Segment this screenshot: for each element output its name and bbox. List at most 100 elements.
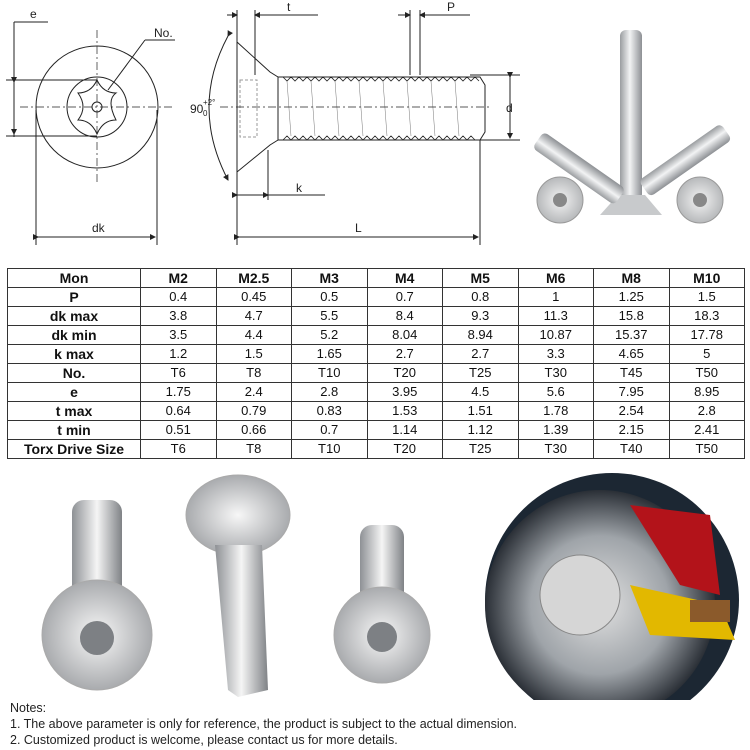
row-header: e <box>7 382 141 402</box>
table-cell: 1.2 <box>140 344 217 364</box>
brake-disc-photo <box>485 473 739 700</box>
table-cell: T10 <box>291 363 368 383</box>
table-cell: T40 <box>593 439 670 459</box>
table-cell: 1.39 <box>517 420 594 440</box>
table-cell: 0.5 <box>291 287 368 307</box>
table-cell: 2.41 <box>668 420 745 440</box>
table-cell: T25 <box>442 363 519 383</box>
table-cell: 0.66 <box>215 420 292 440</box>
table-cell: T50 <box>668 363 745 383</box>
table-cell: 4.65 <box>593 344 670 364</box>
note-item: 1. The above parameter is only for refer… <box>10 717 517 731</box>
label-angle-tol-minus: 0 <box>203 109 208 118</box>
table-cell: 0.51 <box>140 420 217 440</box>
table-cell: 2.8 <box>668 401 745 421</box>
table-cell: 1.12 <box>442 420 519 440</box>
label-e: e <box>30 7 37 21</box>
table-cell: 2.4 <box>215 382 292 402</box>
table-cell: 4.7 <box>215 306 292 326</box>
table-cell: 1.78 <box>517 401 594 421</box>
table-cell: T30 <box>517 439 594 459</box>
row-header: Torx Drive Size <box>7 439 141 459</box>
row-header: P <box>7 287 141 307</box>
table-cell: 4.5 <box>442 382 519 402</box>
table-cell: 8.04 <box>366 325 443 345</box>
table-cell: T8 <box>215 363 292 383</box>
table-cell: 18.3 <box>668 306 745 326</box>
table-cell: 2.7 <box>366 344 443 364</box>
table-cell: 1.25 <box>593 287 670 307</box>
table-cell: 0.8 <box>442 287 519 307</box>
product-photo-top <box>534 30 731 224</box>
column-header: M5 <box>442 268 519 288</box>
table-cell: 4.4 <box>215 325 292 345</box>
table-cell: 5.5 <box>291 306 368 326</box>
table-cell: 7.95 <box>593 382 670 402</box>
column-header: M3 <box>291 268 368 288</box>
table-cell: 0.79 <box>215 401 292 421</box>
table-cell: 2.54 <box>593 401 670 421</box>
column-header: M4 <box>366 268 443 288</box>
label-angle: 90 <box>190 102 204 116</box>
table-cell: T20 <box>366 363 443 383</box>
table-cell: 8.95 <box>668 382 745 402</box>
row-header: dk min <box>7 325 141 345</box>
label-d: d <box>506 101 513 115</box>
note-item: 2. Customized product is welcome, please… <box>10 733 398 747</box>
screw-photo-1 <box>41 500 153 691</box>
table-cell: T10 <box>291 439 368 459</box>
top-view <box>6 21 175 245</box>
product-photos <box>41 473 739 700</box>
table-cell: 8.94 <box>442 325 519 345</box>
table-cell: T6 <box>140 363 217 383</box>
table-cell: T25 <box>442 439 519 459</box>
row-header: No. <box>7 363 141 383</box>
table-cell: 1.53 <box>366 401 443 421</box>
table-cell: 1.65 <box>291 344 368 364</box>
table-cell: 2.7 <box>442 344 519 364</box>
table-cell: 10.87 <box>517 325 594 345</box>
table-cell: 15.8 <box>593 306 670 326</box>
row-header: dk max <box>7 306 141 326</box>
table-cell: T6 <box>140 439 217 459</box>
label-dk: dk <box>92 221 106 235</box>
table-cell: 3.3 <box>517 344 594 364</box>
table-cell: 3.5 <box>140 325 217 345</box>
table-cell: 2.8 <box>291 382 368 402</box>
table-cell: 0.64 <box>140 401 217 421</box>
table-cell: 1 <box>517 287 594 307</box>
table-cell: 2.15 <box>593 420 670 440</box>
table-cell: 0.45 <box>215 287 292 307</box>
table-cell: 0.4 <box>140 287 217 307</box>
column-header: M6 <box>517 268 594 288</box>
column-header: M8 <box>593 268 670 288</box>
side-view <box>208 10 520 245</box>
screw-photo-3 <box>333 525 431 684</box>
label-no: No. <box>154 26 173 40</box>
table-cell: 1.5 <box>668 287 745 307</box>
column-header: Mon <box>7 268 141 288</box>
screw-photo-2 <box>185 474 291 697</box>
column-header: M2 <box>140 268 217 288</box>
table-cell: 0.7 <box>366 287 443 307</box>
table-cell: 17.78 <box>668 325 745 345</box>
table-cell: 1.14 <box>366 420 443 440</box>
table-cell: 1.5 <box>215 344 292 364</box>
table-cell: 15.37 <box>593 325 670 345</box>
row-header: t min <box>7 420 141 440</box>
table-cell: 9.3 <box>442 306 519 326</box>
row-header: t max <box>7 401 141 421</box>
table-cell: 5 <box>668 344 745 364</box>
table-cell: T20 <box>366 439 443 459</box>
